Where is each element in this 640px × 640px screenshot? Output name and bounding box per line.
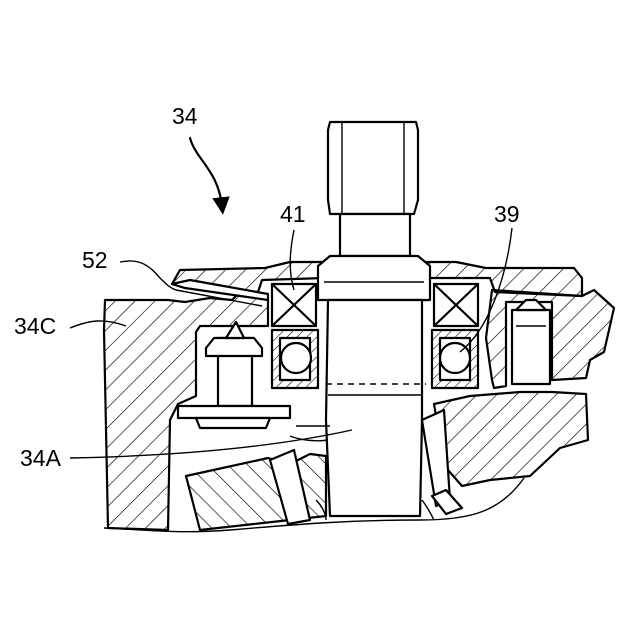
label-34: 34	[172, 103, 198, 129]
label-41: 41	[280, 201, 306, 227]
rotor-right-small	[432, 490, 462, 514]
lower-bearing-right	[432, 330, 478, 388]
housing-lower-right	[434, 392, 588, 486]
right-pin	[512, 300, 550, 384]
upper-bearing-right	[434, 284, 478, 326]
upper-bearing-left	[272, 284, 316, 326]
label-34A: 34A	[20, 445, 62, 471]
leader-41	[290, 230, 294, 290]
label-39: 39	[494, 201, 520, 227]
shaft-neck	[340, 214, 410, 256]
label-52: 52	[82, 247, 108, 273]
shaft-body	[326, 300, 422, 516]
leader-52	[120, 261, 176, 290]
lower-bearing-left	[272, 330, 318, 388]
label-34C: 34C	[14, 313, 56, 339]
shaft-collar	[318, 256, 430, 300]
arrow-34	[190, 138, 222, 206]
